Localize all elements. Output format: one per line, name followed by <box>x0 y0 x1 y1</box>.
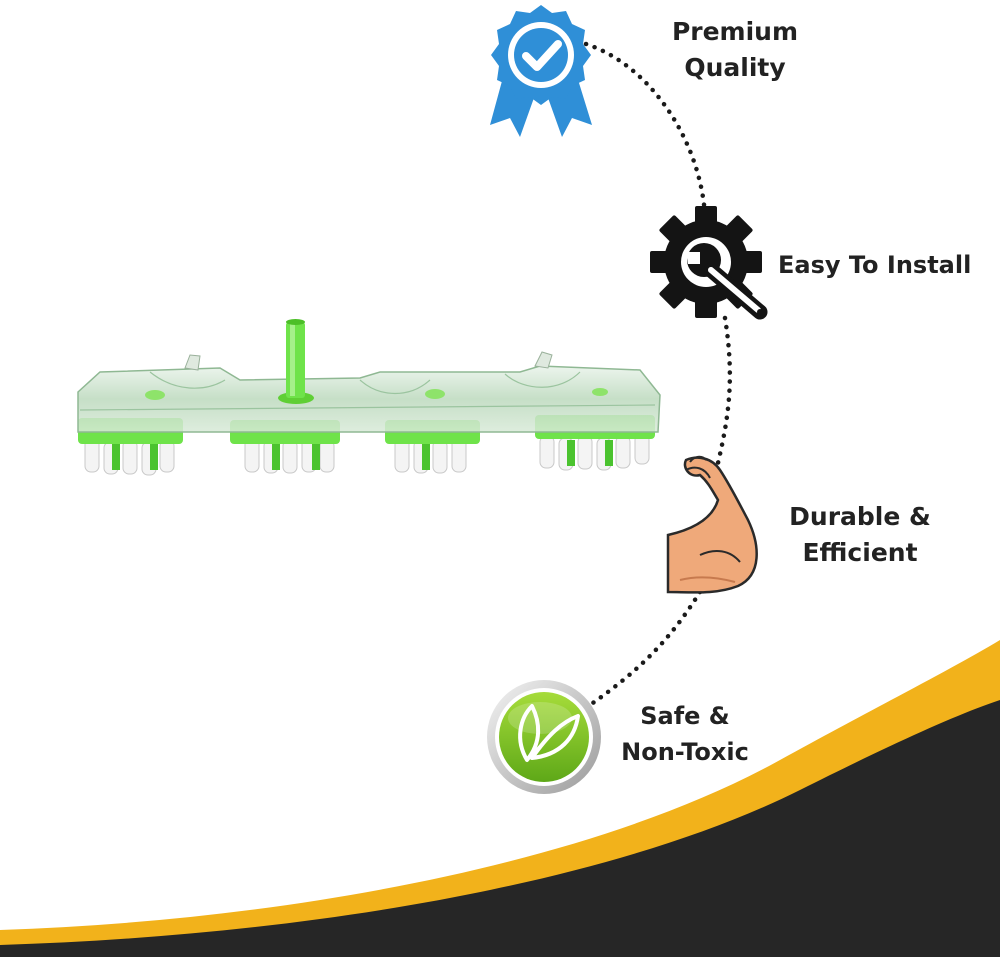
feature-label-durable-efficient: Durable & Efficient <box>775 499 945 571</box>
leaf-badge-icon <box>487 680 601 794</box>
feature-label-line: Durable & <box>789 502 931 531</box>
feature-label-line: Quality <box>684 53 786 82</box>
feature-label-premium-quality: Premium Quality <box>650 14 820 86</box>
feature-label-line: Non-Toxic <box>621 738 749 766</box>
feature-label-line: Efficient <box>802 538 918 567</box>
feature-label-line: Premium <box>671 17 799 46</box>
brush-head-product <box>77 319 661 476</box>
feature-label-safe-non-toxic: Safe & Non-Toxic <box>610 698 760 770</box>
feature-label-line: Easy To Install <box>778 251 972 279</box>
gear-wrench-icon <box>650 206 768 320</box>
flexed-arm-icon <box>666 455 758 594</box>
dotted-connector <box>583 41 733 708</box>
feature-label-easy-install: Easy To Install <box>778 247 972 283</box>
bottom-swoosh <box>0 640 1000 957</box>
ribbon-check-icon <box>490 5 592 137</box>
feature-label-line: Safe & <box>640 702 730 730</box>
